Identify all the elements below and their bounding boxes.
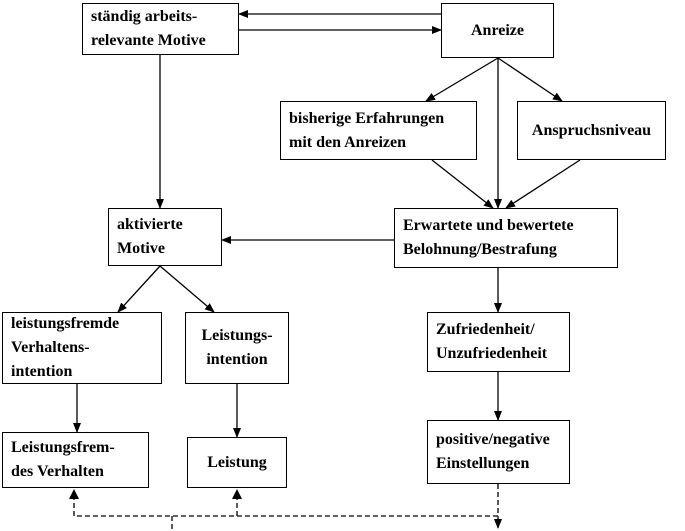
node-leistungsfremde-intention: leistungsfremde Verhaltens- intention xyxy=(2,312,162,384)
arrow-aktivierte-to-leistungs-intention xyxy=(159,265,215,313)
node-leistungs-intention: Leistungs- intention xyxy=(185,312,289,384)
arrow-anspruch-to-belohnung xyxy=(505,159,581,209)
node-text: intention xyxy=(11,363,73,380)
arrow-aktivierte-to-fremd-intention xyxy=(117,265,161,313)
node-bisherige-erfahrungen: bisherige Erfahrungen mit den Anreizen xyxy=(280,101,477,160)
node-text: mit den Anreizen xyxy=(289,133,407,151)
node-text: positive/negative xyxy=(436,431,550,448)
node-text: Unzufriedenheit xyxy=(436,345,548,362)
node-text: intention xyxy=(206,351,268,368)
dashed-arrowhead-fremd-verhalten xyxy=(69,489,79,499)
arrow-anreize-to-erfahrungen xyxy=(425,57,499,102)
node-text: Erwartete und bewertete xyxy=(403,217,574,234)
node-text: bisherige Erfahrungen xyxy=(289,109,445,127)
node-staendig-motive: ständig arbeits- relevante Motive xyxy=(82,3,239,55)
node-text: Einstellungen xyxy=(436,455,530,472)
node-text: des Verhalten xyxy=(11,463,104,480)
dashed-arrowhead-leistung xyxy=(232,489,242,499)
node-text: Anreize xyxy=(470,21,524,39)
node-text: Anspruchsniveau xyxy=(531,121,652,139)
node-text: Leistungsfrem- xyxy=(11,439,115,456)
node-einstellungen: positive/negative Einstellungen xyxy=(427,420,570,484)
node-text: Leistungs- xyxy=(201,327,273,344)
node-text: aktivierte xyxy=(117,216,183,233)
node-text: Belohnung/Bestrafung xyxy=(403,241,557,258)
node-anreize: Anreize xyxy=(441,3,554,58)
arrow-anreize-to-anspruch xyxy=(497,57,563,102)
node-text: leistungsfremde xyxy=(11,315,120,332)
dashed-feedback-line xyxy=(73,484,499,517)
node-anspruchsniveau: Anspruchsniveau xyxy=(517,101,666,160)
node-text: relevante Motive xyxy=(91,32,206,49)
node-zufriedenheit: Zufriedenheit/ Unzufriedenheit xyxy=(427,312,570,372)
node-leistungsfremdes-verhalten: Leistungsfrem- des Verhalten xyxy=(2,432,149,488)
node-leistung: Leistung xyxy=(187,437,287,488)
node-text: Motive xyxy=(117,240,165,257)
node-text: Leistung xyxy=(207,453,267,471)
node-text: Verhaltens- xyxy=(11,339,90,356)
node-text: ständig arbeits- xyxy=(91,8,198,25)
arrow-erfahrungen-to-belohnung xyxy=(431,159,494,209)
node-erwartete-belohnung: Erwartete und bewertete Belohnung/Bestra… xyxy=(394,208,618,268)
node-text: Zufriedenheit/ xyxy=(436,321,535,338)
node-aktivierte-motive: aktivierte Motive xyxy=(108,208,222,266)
